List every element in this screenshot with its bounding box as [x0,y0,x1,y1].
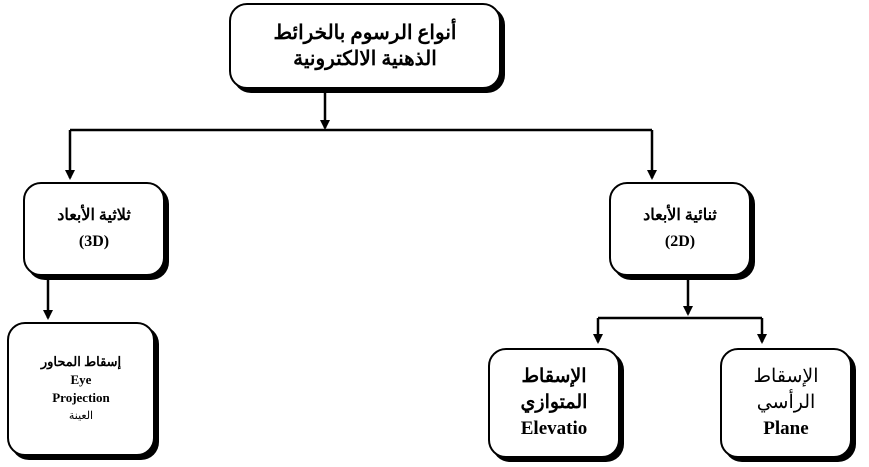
plane-node: الإسقاط الرأسي Plane [720,348,852,458]
eye-projection-en-line1: Eye [70,372,92,387]
eye-projection-arabic: إسقاط المحاور [40,354,122,369]
elevation-node: الإسقاط المتوازي Elevatio [488,348,620,458]
three-d-label: ثلاثية الأبعاد [57,207,131,224]
two-d-node: ثنائية الأبعاد (2D) [609,182,751,276]
root-title-line2: الذهنية الالكترونية [293,48,437,70]
elevation-arabic-line2: المتوازي [520,392,588,413]
three-d-node: ثلاثية الأبعاد (3D) [23,182,165,276]
root-node: أنواع الرسوم بالخرائط الذهنية الالكتروني… [229,3,501,89]
elevation-english: Elevatio [520,418,588,439]
three-d-code: (3D) [78,233,110,250]
plane-arabic-line1: الإسقاط [753,366,819,387]
eye-projection-node: إسقاط المحاور Eye Projection العينة [7,322,155,456]
plane-english: Plane [763,418,809,439]
two-d-label: ثنائية الأبعاد [643,207,717,224]
root-title-line1: أنواع الرسوم بالخرائط [273,22,457,44]
elevation-arabic-line1: الإسقاط [521,366,587,387]
eye-projection-arabic-2: العينة [68,410,94,422]
eye-projection-en-line2: Projection [52,390,110,405]
plane-arabic-line2: الرأسي [756,392,816,413]
two-d-code: (2D) [664,233,696,250]
